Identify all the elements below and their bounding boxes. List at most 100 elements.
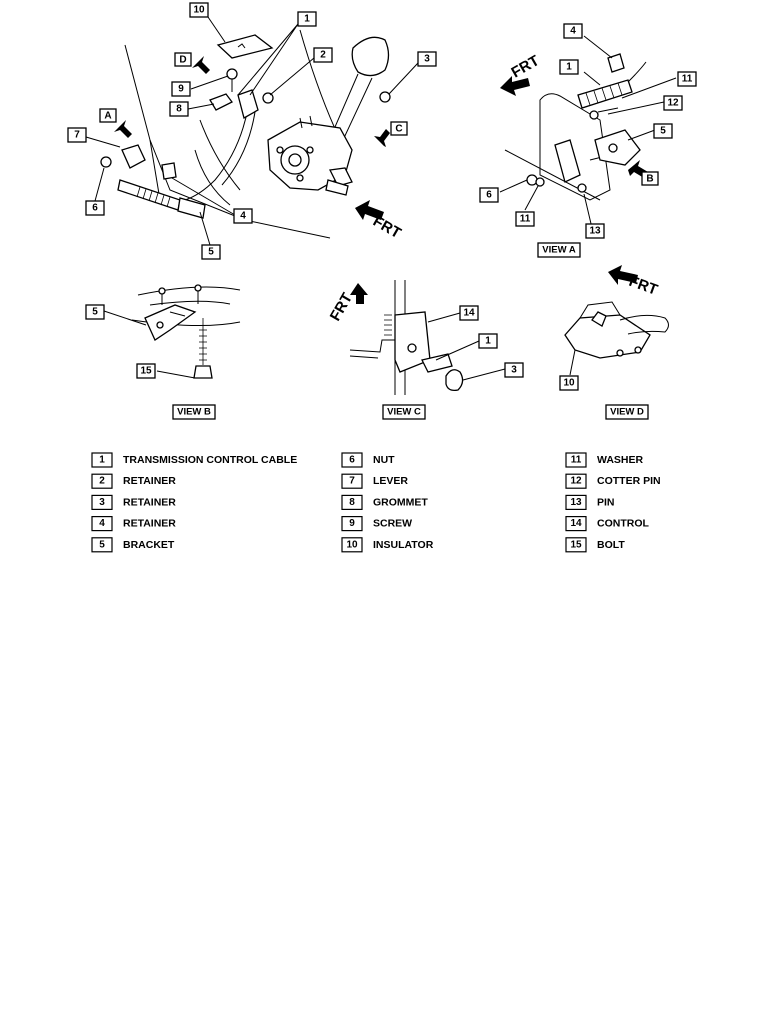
view-c-arrow xyxy=(374,129,390,147)
view-letter-c: C xyxy=(395,124,402,135)
legend-number: 6 xyxy=(349,455,355,466)
legend-number-box xyxy=(341,537,363,553)
callout-number: 5 xyxy=(660,126,666,137)
insulator-part xyxy=(216,34,274,59)
view-d-insulator xyxy=(564,314,651,359)
callout-number: 7 xyxy=(74,130,80,141)
view-c-title: VIEW C xyxy=(387,407,421,418)
callout-view-c: 3 xyxy=(504,362,524,378)
callout-box xyxy=(459,305,479,321)
legend-part-name: SCREW xyxy=(373,518,412,530)
legend-part-name: RETAINER xyxy=(123,518,176,530)
legend-item: 6 NUT xyxy=(341,452,395,468)
callout-view-a: 13 xyxy=(585,223,605,239)
callout-number: 1 xyxy=(304,14,310,25)
legend-number-box xyxy=(91,494,113,510)
callout-box xyxy=(297,11,317,27)
legend-number-box xyxy=(91,473,113,489)
legend-part-name: GROMMET xyxy=(373,496,428,508)
callout-box xyxy=(171,81,191,97)
view-c-retainer xyxy=(445,369,464,392)
callout-box xyxy=(201,244,221,260)
callout-number: 1 xyxy=(566,62,572,73)
callout-main: 6 xyxy=(85,200,105,216)
frt-arrow-main xyxy=(355,200,384,220)
callout-box xyxy=(189,2,209,18)
callout-box xyxy=(585,223,605,239)
legend-number-box xyxy=(565,515,587,532)
legend-part-name: RETAINER xyxy=(123,496,176,508)
cable-end xyxy=(117,179,181,211)
legend-item: 12 COTTER PIN xyxy=(565,473,661,489)
callout-main: 3 xyxy=(417,51,437,67)
callout-number: 13 xyxy=(589,226,601,237)
legend-part-name: COTTER PIN xyxy=(597,475,661,487)
frt-label-view-a: FRT xyxy=(509,52,543,81)
callout-main: 10 xyxy=(189,2,209,18)
legend-number: 13 xyxy=(570,497,582,508)
legend-number-box xyxy=(341,452,363,468)
callout-number: 5 xyxy=(92,307,98,318)
callout-view-a: 12 xyxy=(663,95,683,111)
legend-number-box xyxy=(341,515,363,532)
legend-number-box xyxy=(91,452,113,468)
legend-number: 1 xyxy=(99,455,105,466)
view-letter-b: B xyxy=(646,174,653,185)
legend-number-box xyxy=(565,452,587,468)
callout-box xyxy=(417,51,437,67)
callout-box xyxy=(515,211,535,227)
legend-number-box xyxy=(341,473,363,489)
callout-number: 4 xyxy=(240,211,246,222)
view-letter-a: A xyxy=(104,111,111,122)
legend-part-name: LEVER xyxy=(373,475,408,487)
view-letter-d: D xyxy=(179,55,186,66)
callout-box xyxy=(169,101,189,117)
callout-view-a: 1 xyxy=(559,59,579,75)
callout-box xyxy=(136,363,156,379)
callout-box xyxy=(85,304,105,320)
view-b-detail: 515 VIEW B xyxy=(85,284,241,420)
view-b-title: VIEW B xyxy=(177,407,211,418)
callout-box xyxy=(313,47,333,63)
callout-number: 10 xyxy=(193,5,205,16)
legend-item: 8 GROMMET xyxy=(341,494,428,510)
legend-part-name: RETAINER xyxy=(123,475,176,487)
callout-main: 8 xyxy=(169,101,189,117)
callout-box xyxy=(478,333,498,349)
callout-view-a: 11 xyxy=(515,211,535,227)
callout-view-a: 5 xyxy=(653,123,673,139)
legend-number: 3 xyxy=(99,497,105,508)
callout-number: 3 xyxy=(424,54,430,65)
legend-part-name: BRACKET xyxy=(123,539,175,551)
callout-box xyxy=(559,375,579,391)
frt-label-main: FRT xyxy=(370,213,404,242)
callout-box xyxy=(67,127,87,143)
frt-arrow-view-d xyxy=(608,265,638,285)
callout-number: 6 xyxy=(92,203,98,214)
callout-box xyxy=(504,362,524,378)
legend-part-name: NUT xyxy=(373,454,395,466)
legend-number-box xyxy=(341,494,363,510)
legend-number: 10 xyxy=(346,539,358,550)
callout-number: 6 xyxy=(486,190,492,201)
callout-main: 1 xyxy=(297,11,317,27)
callout-number: 2 xyxy=(320,50,326,61)
callout-box xyxy=(85,200,105,216)
legend-number: 12 xyxy=(570,476,582,487)
callout-box xyxy=(559,59,579,75)
callout-main: 4 xyxy=(233,208,253,224)
callout-number: 11 xyxy=(520,214,531,225)
callout-view-c: 14 xyxy=(459,305,479,321)
legend-number: 8 xyxy=(349,497,355,508)
callout-box xyxy=(479,187,499,203)
view-a-cable xyxy=(577,79,633,109)
callout-main: 9 xyxy=(171,81,191,97)
callout-box xyxy=(563,23,583,39)
